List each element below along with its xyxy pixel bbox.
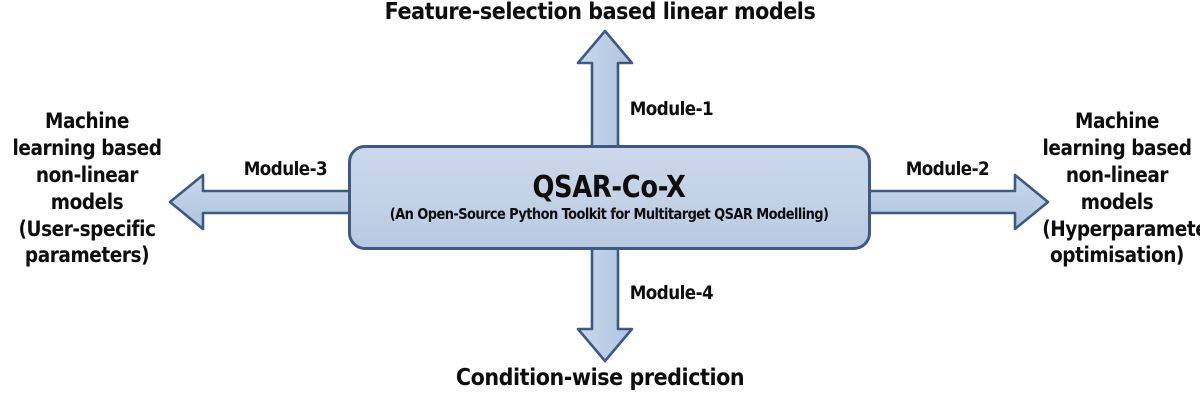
branch-label-left-line-4: models [50,189,124,214]
branch-label-left-line-2: learning based [12,135,162,160]
branch-label-right-line-1: Machine [1075,109,1159,133]
branch-label-right: Machine learning based non-linear models… [1032,108,1200,269]
branch-label-right-line-3: non-linear [1065,162,1169,187]
central-node-title: QSAR-Co-X [532,169,687,205]
branch-label-right-line-4: models [1080,189,1154,214]
arrow-left-module-3 [168,173,354,231]
module-label-2: Module-2 [905,158,990,180]
branch-label-left: Machine learning based non-linear models… [2,108,172,269]
branch-label-right-line-5: (Hyperparameter [1042,216,1200,241]
branch-label-left-line-6: parameters) [24,243,150,268]
branch-label-left-line-1: Machine [45,109,129,133]
branch-label-right-line-2: learning based [1042,135,1192,160]
branch-label-right-line-6: optimisation) [1050,243,1184,268]
central-node-qsar-co-x: QSAR-Co-X (An Open-Source Python Toolkit… [348,145,871,250]
branch-label-bottom: Condition-wise prediction [438,365,762,391]
arrow-up-module-1 [576,29,634,152]
arrow-right-module-2 [864,173,1050,231]
module-label-3: Module-3 [243,158,328,180]
central-node-subtitle: (An Open-Source Python Toolkit for Multi… [390,204,829,223]
branch-label-bottom-line-1: Condition-wise prediction [455,365,745,391]
module-label-1: Module-1 [629,98,714,120]
branch-label-left-line-5: (User-specific [18,216,156,241]
arrow-down-module-4 [576,243,634,363]
branch-label-top: Feature-selection based linear models [375,0,825,25]
module-label-4: Module-4 [629,282,714,304]
branch-label-top-line-1: Feature-selection based linear models [384,0,816,25]
branch-label-left-line-3: non-linear [35,162,139,187]
